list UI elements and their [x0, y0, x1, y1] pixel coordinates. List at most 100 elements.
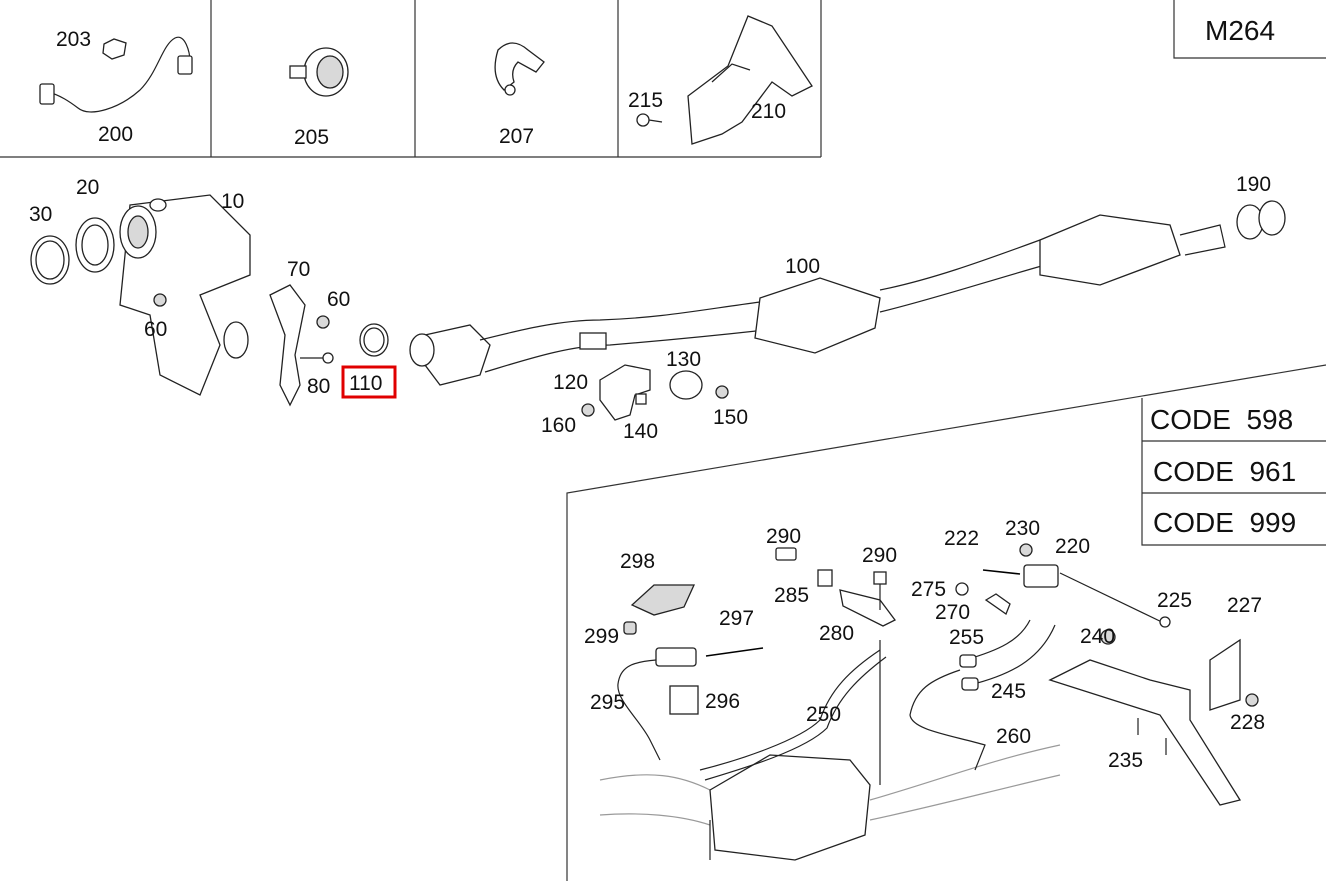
- part-299[interactable]: 299: [584, 625, 619, 648]
- part-222[interactable]: 222: [944, 527, 979, 550]
- part-296[interactable]: 296: [705, 690, 740, 713]
- svg-text:290: 290: [766, 525, 801, 548]
- part-220[interactable]: 220: [1055, 535, 1090, 558]
- code-table: CODE 598 CODE 961 CODE 999: [1141, 398, 1326, 546]
- part-110-highlighted[interactable]: 110: [341, 365, 397, 399]
- part-30[interactable]: 30: [29, 203, 52, 226]
- svg-text:280: 280: [819, 622, 854, 645]
- svg-text:275: 275: [911, 578, 946, 601]
- part-235[interactable]: 235: [1108, 749, 1143, 772]
- svg-text:296: 296: [705, 690, 740, 713]
- code-961: CODE 961: [1153, 456, 1296, 487]
- svg-text:100: 100: [785, 255, 820, 278]
- svg-text:220: 220: [1055, 535, 1090, 558]
- svg-text:260: 260: [996, 725, 1031, 748]
- part-260[interactable]: 260: [996, 725, 1031, 748]
- svg-text:215: 215: [628, 89, 663, 112]
- part-130[interactable]: 130: [666, 348, 701, 371]
- svg-text:130: 130: [666, 348, 701, 371]
- part-228[interactable]: 228: [1230, 711, 1265, 734]
- svg-text:228: 228: [1230, 711, 1265, 734]
- svg-text:70: 70: [287, 258, 310, 281]
- main-exhaust-assembly: [30, 194, 1286, 421]
- svg-text:298: 298: [620, 550, 655, 573]
- part-250[interactable]: 250: [806, 703, 841, 726]
- code-999: CODE 999: [1153, 507, 1296, 538]
- svg-text:60: 60: [144, 318, 167, 341]
- part-70[interactable]: 70: [287, 258, 310, 281]
- part-290-right[interactable]: 290: [862, 544, 897, 567]
- part-10[interactable]: 10: [221, 190, 244, 213]
- part-80[interactable]: 80: [307, 375, 330, 398]
- svg-text:190: 190: [1236, 173, 1271, 196]
- part-140[interactable]: 140: [623, 420, 658, 443]
- svg-text:245: 245: [991, 680, 1026, 703]
- part-203[interactable]: 203: [56, 28, 91, 51]
- svg-text:203: 203: [56, 28, 91, 51]
- part-245[interactable]: 245: [991, 680, 1026, 703]
- top-inset-frame: [0, 0, 822, 158]
- part-280[interactable]: 280: [819, 622, 854, 645]
- part-207[interactable]: 207: [499, 125, 534, 148]
- part-215[interactable]: 215: [628, 89, 663, 112]
- svg-text:30: 30: [29, 203, 52, 226]
- part-100[interactable]: 100: [785, 255, 820, 278]
- svg-text:235: 235: [1108, 749, 1143, 772]
- svg-text:290: 290: [862, 544, 897, 567]
- lower-detail-inset: [566, 364, 1326, 881]
- code-598: CODE 598: [1150, 404, 1293, 435]
- part-60-right[interactable]: 60: [327, 288, 350, 311]
- part-210[interactable]: 210: [751, 100, 786, 123]
- highlight-box: [341, 365, 397, 399]
- oxygen-sensor-inset: 200 203: [39, 28, 193, 146]
- svg-text:205: 205: [294, 126, 329, 149]
- svg-text:160: 160: [541, 414, 576, 437]
- part-150[interactable]: 150: [713, 406, 748, 429]
- svg-text:200: 200: [98, 123, 133, 146]
- svg-text:110: 110: [349, 372, 382, 395]
- svg-text:150: 150: [713, 406, 748, 429]
- part-225[interactable]: 225: [1157, 589, 1192, 612]
- part-160[interactable]: 160: [541, 414, 576, 437]
- svg-text:230: 230: [1005, 517, 1040, 540]
- part-285[interactable]: 285: [774, 584, 809, 607]
- part-230[interactable]: 230: [1005, 517, 1040, 540]
- svg-text:295: 295: [590, 691, 625, 714]
- svg-text:299: 299: [584, 625, 619, 648]
- part-200[interactable]: 200: [98, 123, 133, 146]
- svg-text:120: 120: [553, 371, 588, 394]
- svg-text:250: 250: [806, 703, 841, 726]
- part-60-left[interactable]: 60: [144, 318, 167, 341]
- part-227[interactable]: 227: [1227, 594, 1262, 617]
- part-298[interactable]: 298: [620, 550, 655, 573]
- svg-text:227: 227: [1227, 594, 1262, 617]
- part-20[interactable]: 20: [76, 176, 99, 199]
- svg-text:10: 10: [221, 190, 244, 213]
- svg-text:222: 222: [944, 527, 979, 550]
- part-295[interactable]: 295: [590, 691, 625, 714]
- svg-text:80: 80: [307, 375, 330, 398]
- svg-text:20: 20: [76, 176, 99, 199]
- model-label-box: M264: [1173, 0, 1326, 59]
- hanger-inset: 207: [494, 42, 545, 148]
- svg-text:297: 297: [719, 607, 754, 630]
- part-275[interactable]: 275: [911, 578, 946, 601]
- part-255[interactable]: 255: [949, 626, 984, 649]
- svg-text:140: 140: [623, 420, 658, 443]
- svg-text:255: 255: [949, 626, 984, 649]
- bracket-inset: 210 215: [628, 15, 813, 145]
- clamp-inset: 205: [289, 47, 349, 149]
- part-190[interactable]: 190: [1236, 173, 1271, 196]
- part-240[interactable]: 240: [1080, 625, 1115, 648]
- svg-text:270: 270: [935, 601, 970, 624]
- part-205[interactable]: 205: [294, 126, 329, 149]
- part-270[interactable]: 270: [935, 601, 970, 624]
- part-120[interactable]: 120: [553, 371, 588, 394]
- svg-text:225: 225: [1157, 589, 1192, 612]
- svg-text:285: 285: [774, 584, 809, 607]
- part-290-left[interactable]: 290: [766, 525, 801, 548]
- part-297[interactable]: 297: [719, 607, 754, 630]
- svg-text:60: 60: [327, 288, 350, 311]
- svg-text:240: 240: [1080, 625, 1115, 648]
